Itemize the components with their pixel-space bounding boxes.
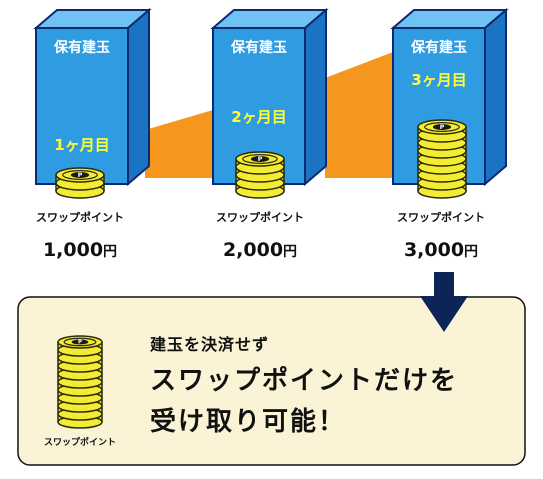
month-label: 3ヶ月目 bbox=[411, 71, 466, 89]
p-mark-icon: P bbox=[71, 339, 89, 346]
swap-point-label: スワップポイント bbox=[216, 210, 304, 224]
swap-amount: 1,000円 bbox=[43, 239, 117, 261]
swap-point-label: スワップポイント bbox=[397, 210, 485, 224]
coin-stack-icon: P bbox=[57, 335, 103, 429]
growth-band-1 bbox=[145, 110, 213, 178]
svg-text:P: P bbox=[258, 156, 263, 163]
swap-point-label: スワップポイント bbox=[36, 210, 124, 224]
position-block-2: 保有建玉 2ヶ月目 bbox=[210, 7, 329, 187]
growth-band-2 bbox=[325, 52, 393, 178]
result-line-2: 受け取り可能！ bbox=[150, 406, 346, 437]
coin-top: P bbox=[55, 167, 105, 183]
coin-top: P bbox=[57, 335, 103, 349]
coin-stack-icon: P bbox=[55, 167, 105, 199]
swap-amount: 3,000円 bbox=[404, 239, 478, 261]
down-arrow-icon bbox=[420, 272, 468, 332]
position-block-1: 保有建玉 1ヶ月目 bbox=[33, 7, 152, 187]
svg-text:P: P bbox=[440, 124, 445, 131]
p-mark-icon: P bbox=[70, 172, 90, 179]
month-label: 2ヶ月目 bbox=[231, 108, 286, 126]
coin-stack-icon: P bbox=[235, 151, 285, 199]
result-panel bbox=[17, 296, 526, 466]
block-title: 保有建玉 bbox=[53, 39, 110, 56]
swap-amount: 2,000円 bbox=[223, 239, 297, 261]
result-subtitle: 建玉を決済せず bbox=[150, 335, 269, 354]
coin-top: P bbox=[235, 151, 285, 167]
coin-stack-icon: P bbox=[417, 119, 467, 199]
block-title: 保有建玉 bbox=[410, 39, 467, 56]
month-label: 1ヶ月目 bbox=[54, 136, 109, 154]
p-mark-icon: P bbox=[432, 124, 452, 131]
result-line-1: スワップポイントだけを bbox=[150, 365, 458, 396]
p-mark-icon: P bbox=[250, 156, 270, 163]
svg-text:P: P bbox=[78, 172, 83, 179]
block-title: 保有建玉 bbox=[230, 39, 287, 56]
coin-stack-label: スワップポイント bbox=[44, 436, 116, 448]
svg-text:P: P bbox=[78, 340, 82, 346]
coin-top: P bbox=[417, 119, 467, 135]
